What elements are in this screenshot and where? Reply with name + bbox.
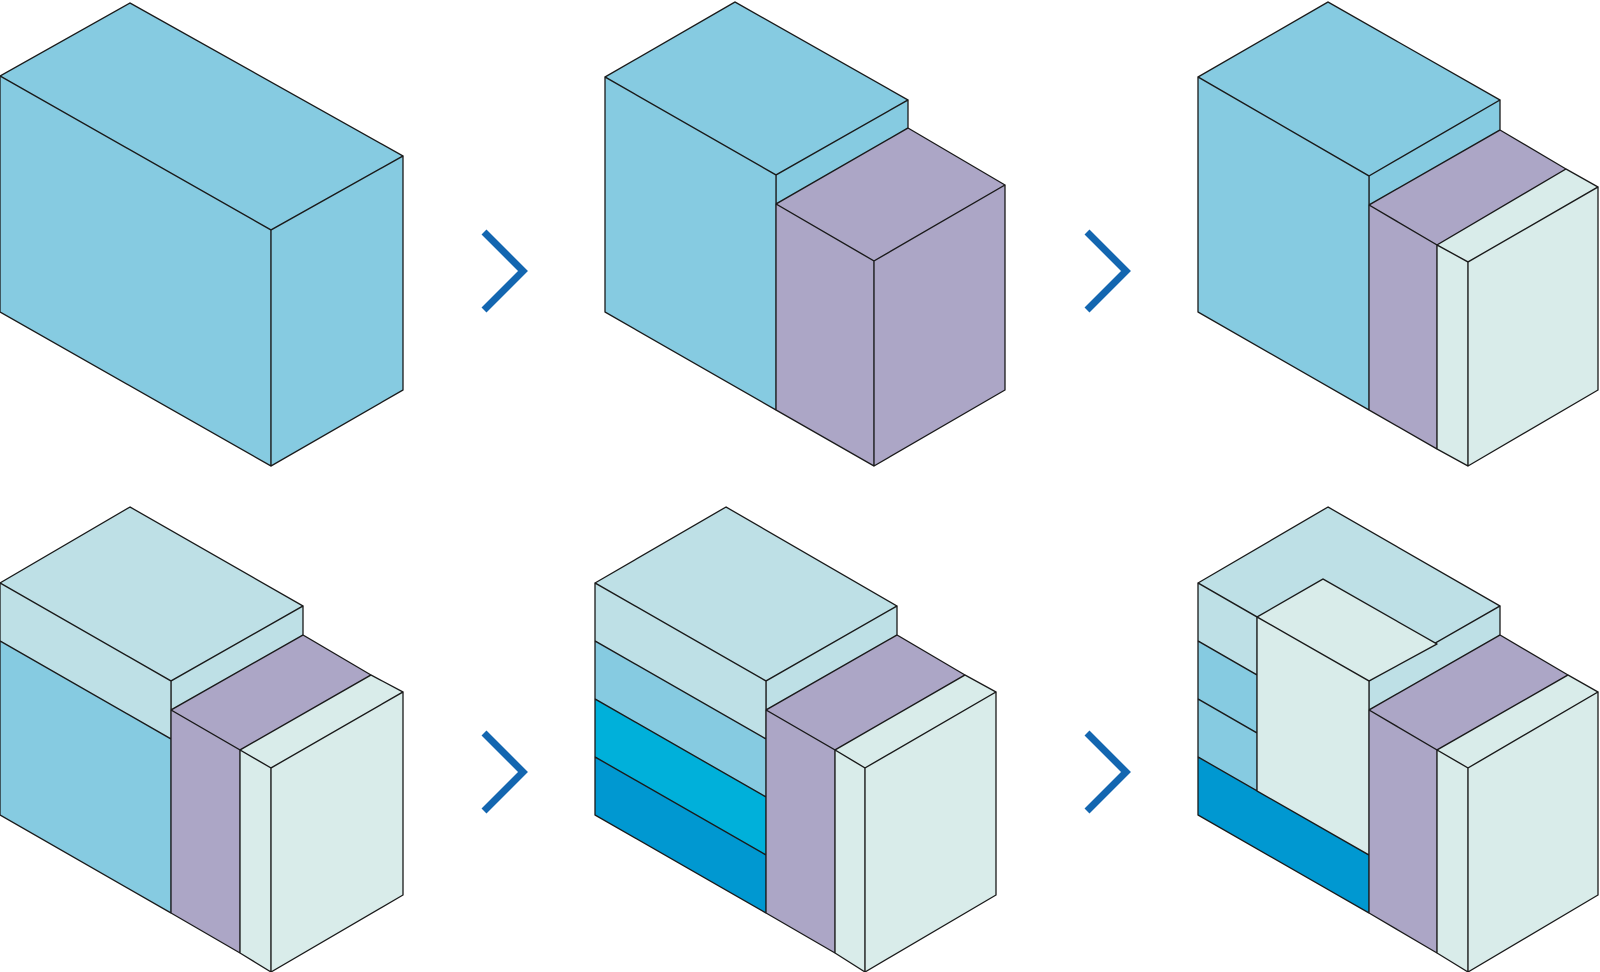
arrows: [481, 229, 1131, 814]
teal-block-side: [270, 691, 404, 972]
chevron-right-icon: [481, 730, 528, 814]
stage-5: [594, 506, 997, 972]
stage-3: [1197, 1, 1599, 467]
teal-block-edge: [834, 749, 866, 972]
purple-layer-front: [765, 709, 836, 954]
teal-block-side: [1467, 691, 1599, 972]
purple-layer-front: [1368, 204, 1438, 450]
stage-1: [0, 2, 404, 467]
teal-block-edge: [239, 749, 272, 972]
chevron-right-icon: [1084, 229, 1131, 313]
chevron-right-icon: [481, 229, 528, 313]
purple-block-side: [873, 184, 1006, 467]
teal-block-side: [864, 691, 997, 972]
teal-block-edge: [1436, 749, 1469, 972]
stage-2: [604, 1, 1006, 467]
purple-layer-front: [1368, 709, 1438, 954]
stage-6: [1197, 506, 1599, 972]
teal-block-side: [1467, 186, 1599, 467]
block-side: [270, 155, 404, 467]
chevron-right-icon: [1084, 730, 1131, 814]
stage-4: [0, 506, 404, 972]
purple-layer-front: [170, 709, 241, 954]
teal-block-edge: [1436, 244, 1469, 467]
